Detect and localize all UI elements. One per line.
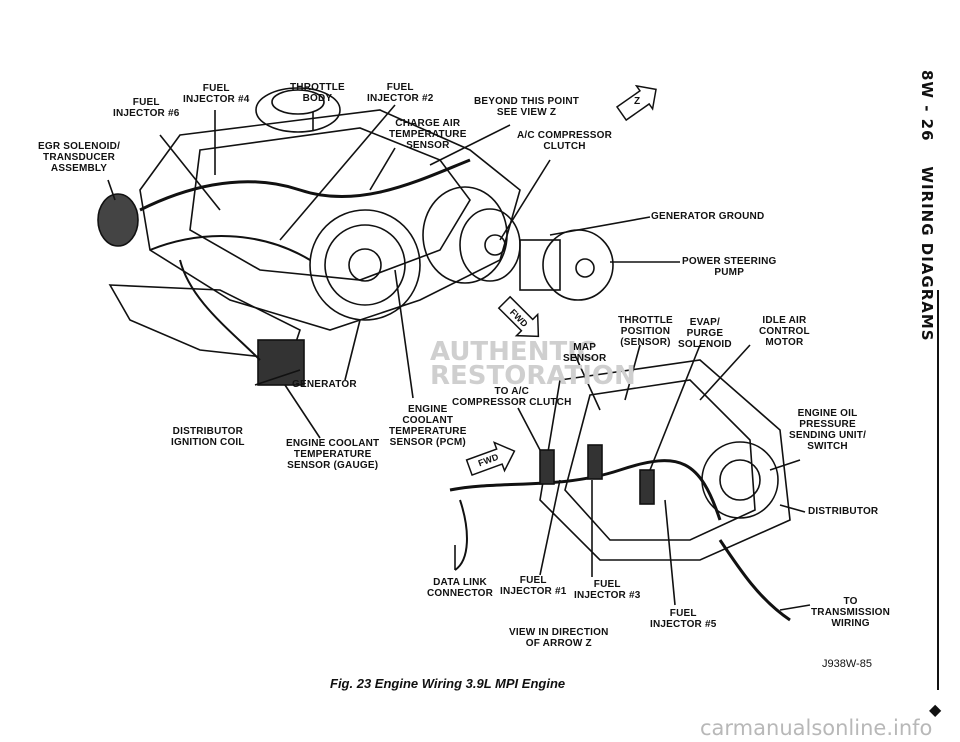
fwd-arrow-upper xyxy=(497,295,540,338)
view-z-block xyxy=(539,359,791,561)
label-distributor: DISTRIBUTOR xyxy=(808,506,879,517)
intake-manifold xyxy=(139,109,521,331)
fwd-arrow-lower xyxy=(465,441,516,477)
label-generator-ground: GENERATOR GROUND xyxy=(651,211,765,222)
site-watermark: carmanualsonline.info xyxy=(700,716,933,740)
generator xyxy=(309,209,421,321)
ignition-coil xyxy=(257,339,305,386)
label-generator: GENERATOR xyxy=(292,379,357,390)
egr-solenoid xyxy=(97,193,139,247)
page-ref: 8W - 26 xyxy=(918,70,936,142)
throttle-body xyxy=(255,87,341,133)
end-diamond: ◆ xyxy=(929,702,942,719)
drawing-code: J938W-85 xyxy=(822,658,872,670)
view-z-letter: Z xyxy=(634,96,641,107)
figure-caption: Fig. 23 Engine Wiring 3.9L MPI Engine xyxy=(330,676,566,691)
distributor xyxy=(701,441,779,519)
section-title: WIRING DIAGRAMS xyxy=(918,166,936,342)
page-header: 8W - 26 WIRING DIAGRAMS xyxy=(918,70,952,670)
view-z-marker xyxy=(615,84,657,122)
ac-compressor xyxy=(422,186,508,284)
